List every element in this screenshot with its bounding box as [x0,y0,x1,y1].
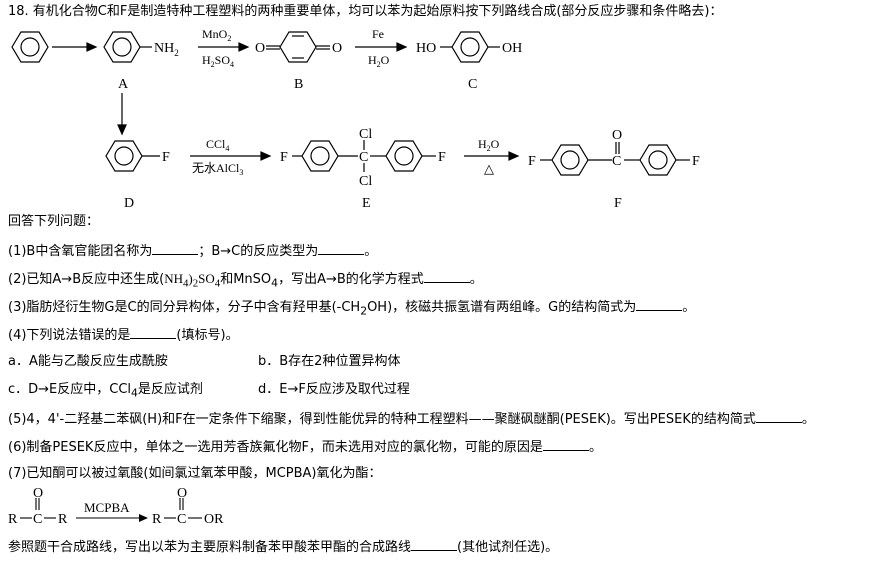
label-e: E [362,196,371,211]
question-5: (5)4，4'-二羟基二苯砜(H)和F在一定条件下缩聚，得到性能优异的特种工程塑… [8,410,815,427]
fluorine-e-left: F [280,150,288,165]
answer-blank[interactable] [411,538,458,551]
reagent-h2so4: H2SO4 [202,53,234,69]
ho-group: HO [416,41,436,56]
reagent-alcl3: 无水AlCl3 [192,161,243,177]
aniline-ring [103,31,152,63]
fluorobenzene-ring [105,140,160,172]
oxygen-left: O [255,41,265,56]
option-a: a．A能与乙酸反应生成酰胺 [8,354,168,369]
reagent-mno2: MnO2 [202,27,231,43]
fluorine-d: F [162,150,170,165]
label-d: D [124,196,134,211]
fluorine-f-left: F [528,154,536,169]
answer-blank[interactable] [636,298,683,311]
reagent-ccl4: CCl4 [206,137,229,153]
fluorine-f-right: F [692,154,700,169]
question-1: (1)B中含氧官能团名称为；B→C的反应类型为。 [8,242,378,259]
hydroquinone-ring [440,31,500,63]
r-group: R [58,512,68,527]
label-b: B [294,77,303,92]
option-c: c．D→E反应中，CCl4是反应试剂 [8,382,203,400]
reagent-water: H2O [478,137,500,153]
ester-carbon: C [177,512,186,527]
carbon-ketone: C [612,154,621,169]
option-d: d．E→F反应涉及取代过程 [258,382,410,397]
question-6: (6)制备PESEK反应中，单体之一选用芳香族氟化物F，而未选用对应的氯化物，可… [8,438,602,455]
ketone-oxidation-scheme: O R C R MCPBA O R C OR [8,486,224,527]
difluorobenzophenone [540,142,690,176]
label-c: C [468,77,477,92]
answer-blank[interactable] [318,242,365,255]
question-2: (2)已知A→B反应中还生成(NH4)2SO4和MnSO4，写出A→B的化学方程… [8,270,483,290]
question-stem: 18. 有机化合物C和F是制造特种工程塑料的两种重要单体，均可以苯为起始原料按下… [8,4,723,19]
question-4: (4)下列说法错误的是(填标号)。 [8,326,239,343]
heat-symbol: △ [484,161,494,176]
answer-blank[interactable] [755,410,802,423]
oxygen-right: O [332,41,342,56]
fluorine-e-right: F [438,150,446,165]
answer-blank[interactable] [130,326,177,339]
label-f: F [614,196,622,211]
carbonyl-carbon: C [33,512,42,527]
reagent-fe: Fe [372,27,384,41]
reagent-mcpba: MCPBA [84,500,130,515]
chlorine-bottom: Cl [359,174,372,189]
or-group: OR [204,512,224,527]
question-7-task: 参照题干合成路线，写出以苯为主要原料制备苯甲酸苯甲酯的合成路线(其他试剂任选)。 [8,538,559,555]
oxygen-ketone-atom: O [33,486,43,501]
option-b: b．B存在2种位置异构体 [258,354,401,369]
r-group: R [152,512,162,527]
label-a: A [118,77,129,92]
oxygen-ester-atom: O [177,486,187,501]
answer-blank[interactable] [542,438,589,451]
answer-blank[interactable] [423,270,470,283]
oxygen-ketone: O [612,128,622,143]
answer-blank[interactable] [152,242,199,255]
chlorine-top: Cl [359,127,372,142]
quinone-ring [266,31,330,63]
question-7: (7)已知酮可以被过氧酸(如间氯过氧苯甲酸，MCPBA)氧化为酯： [8,466,382,481]
synthesis-scheme: NH2 MnO2 H2SO4 O O Fe H2O HO OH A B C F … [11,27,700,211]
intro-text: 回答下列问题： [8,214,100,229]
oh-group: OH [502,41,522,56]
r-group: R [8,512,18,527]
nh2-group: NH2 [154,41,179,58]
dichloro-diarylmethane [292,140,436,172]
carbon-center: C [359,150,368,165]
question-3: (3)脂肪烃衍生物G是C的同分异构体，分子中含有羟甲基(-CH2OH)，核磁共振… [8,298,696,318]
reagent-h2o: H2O [368,53,390,69]
benzene-ring [11,31,49,63]
